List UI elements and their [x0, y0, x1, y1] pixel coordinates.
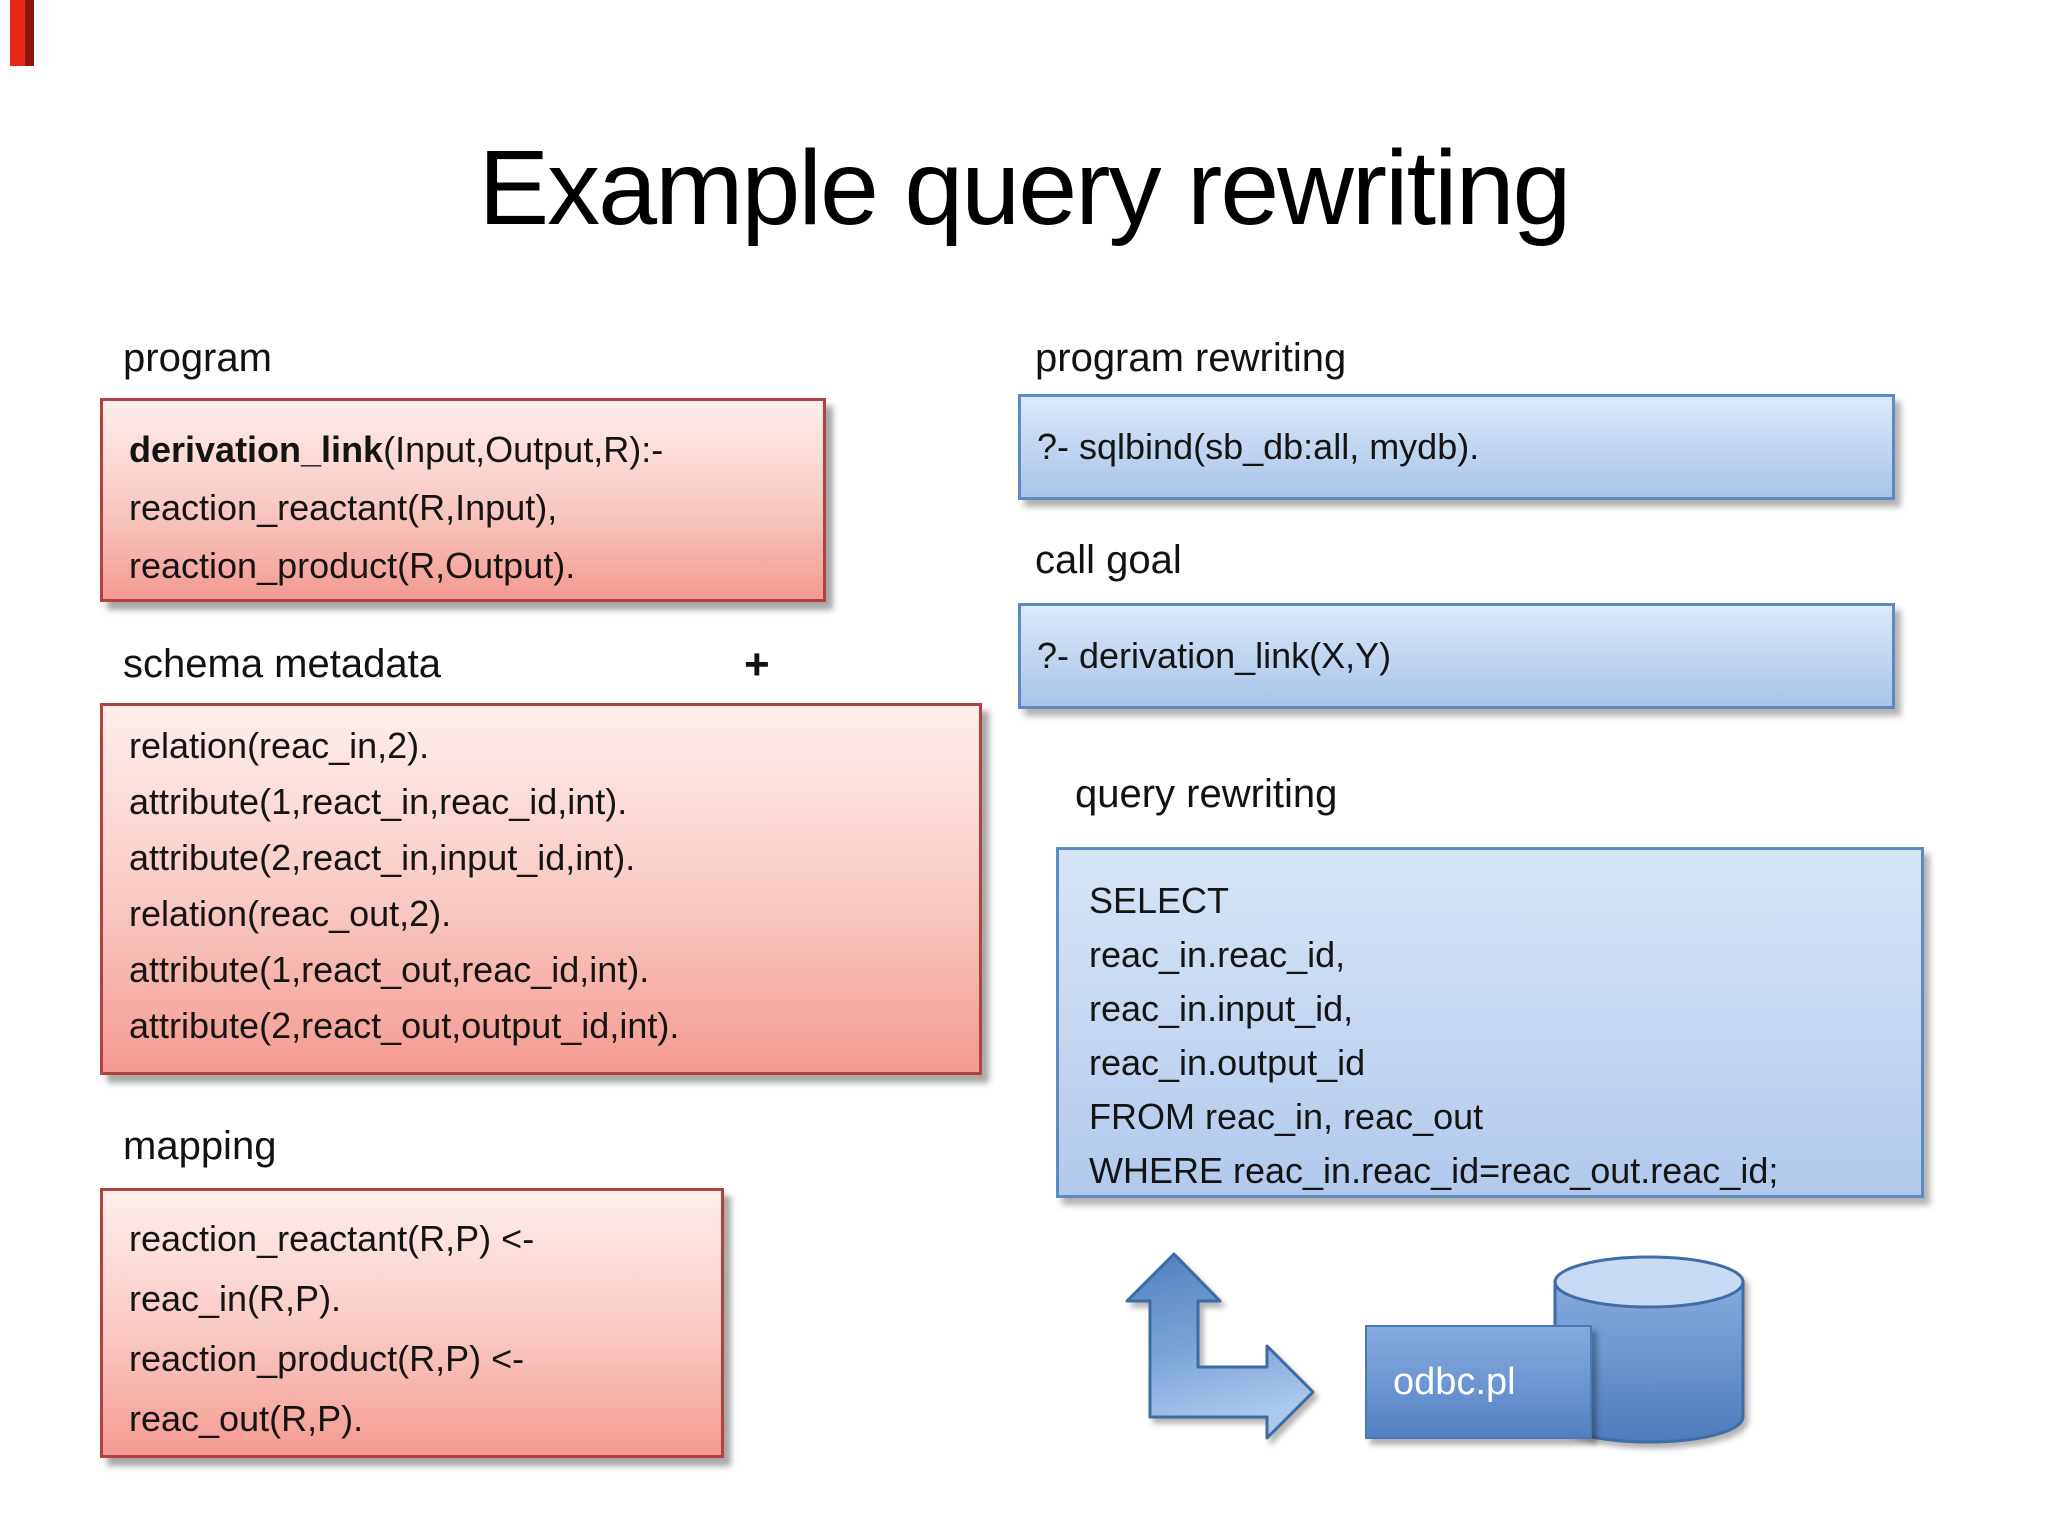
schema-line: attribute(2,react_out,output_id,int). — [129, 1005, 680, 1046]
page-title: Example query rewriting — [478, 129, 1571, 247]
sql-line: reac_in.output_id — [1089, 1042, 1366, 1083]
query-rewriting-box: SELECT reac_in.reac_id, reac_in.input_id… — [1056, 847, 1924, 1198]
sql-line: FROM reac_in, reac_out — [1089, 1096, 1484, 1137]
mapping-line: reaction_product(R,P) <- — [129, 1338, 525, 1379]
mapping-line: reac_out(R,P). — [129, 1398, 364, 1439]
program-box-head-line: derivation_link(Input,Output,R):- — [129, 421, 823, 479]
odbc-label: odbc.pl — [1393, 1361, 1516, 1403]
schema-line: attribute(1,react_in,reac_id,int). — [129, 781, 628, 822]
database-cylinder-icon — [1553, 1255, 1745, 1444]
mapping-label: mapping — [123, 1124, 277, 1168]
program-box-head-bold: derivation_link — [129, 429, 384, 470]
program-box: derivation_link(Input,Output,R):- reacti… — [100, 398, 826, 602]
plus-sign: + — [744, 640, 770, 689]
sql-line: WHERE reac_in.reac_id=reac_out.reac_id; — [1089, 1150, 1779, 1191]
schema-line: relation(reac_out,2). — [129, 893, 452, 934]
schema-metadata-label: schema metadata — [123, 642, 441, 686]
sql-line: reac_in.reac_id, — [1089, 934, 1346, 975]
sql-line: reac_in.input_id, — [1089, 988, 1354, 1029]
call-goal-box: ?- derivation_link(X,Y) — [1018, 603, 1895, 709]
program-label: program — [123, 336, 272, 380]
mapping-line: reaction_reactant(R,P) <- — [129, 1218, 535, 1259]
call-goal-label: call goal — [1035, 538, 1182, 582]
query-rewriting-label: query rewriting — [1075, 772, 1338, 816]
sql-line: SELECT — [1089, 880, 1230, 921]
program-box-line: reaction_reactant(R,Input), — [129, 487, 558, 528]
odbc-module-box: odbc.pl — [1365, 1325, 1592, 1439]
program-box-head-rest: (Input,Output,R):- — [383, 429, 664, 470]
mapping-line: reac_in(R,P). — [129, 1278, 342, 1319]
schema-line: attribute(1,react_out,reac_id,int). — [129, 949, 650, 990]
bent-double-arrow-icon — [1125, 1252, 1315, 1440]
program-rewriting-label: program rewriting — [1035, 336, 1347, 380]
program-rewriting-box: ?- sqlbind(sb_db:all, mydb). — [1018, 394, 1895, 500]
program-box-line: reaction_product(R,Output). — [129, 545, 576, 586]
schema-line: relation(reac_in,2). — [129, 725, 430, 766]
schema-metadata-box: relation(reac_in,2). attribute(1,react_i… — [100, 703, 982, 1075]
schema-line: attribute(2,react_in,input_id,int). — [129, 837, 636, 878]
red-marker — [10, 0, 34, 66]
mapping-box: reaction_reactant(R,P) <- reac_in(R,P). … — [100, 1188, 724, 1458]
